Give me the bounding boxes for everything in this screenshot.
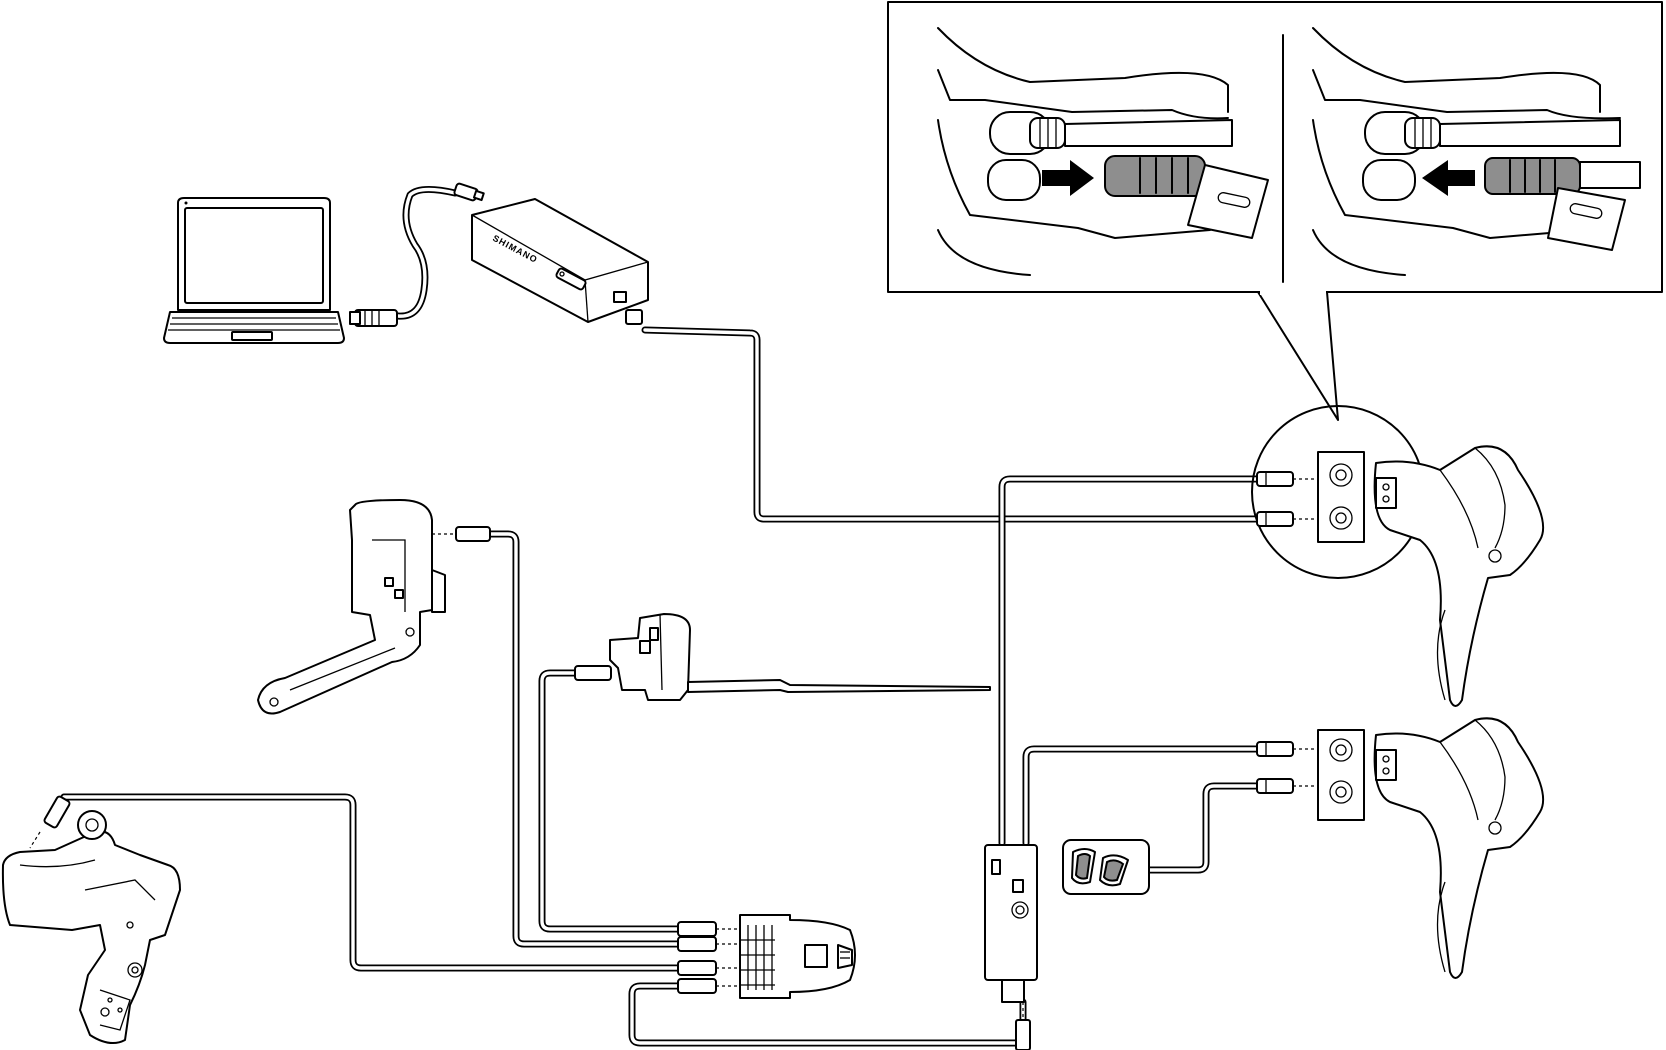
- cable-junctionb-to-lever-top: [998, 475, 1266, 847]
- cable-junctiona-to-junctionb: [628, 982, 1027, 1047]
- dual-control-lever-left: [1317, 717, 1545, 979]
- cable-rear-derailleur: [56, 793, 682, 972]
- laptop-computer: [163, 197, 345, 344]
- junction-b: [984, 844, 1038, 1050]
- cables: [56, 186, 1266, 1047]
- rear-derailleur: [1, 810, 181, 1045]
- pc-interface-device: SHIMANO: [471, 198, 649, 325]
- remote-switch: [1062, 839, 1150, 895]
- cable-usb: [394, 186, 459, 320]
- battery-mount-connector: [574, 665, 612, 681]
- callout-panel-connected: [1312, 27, 1641, 276]
- rear-derailleur-connector: [29, 795, 71, 849]
- callout-panel-insert: [937, 27, 1269, 276]
- front-derailleur: [257, 499, 446, 715]
- lever-connectors: [1256, 471, 1318, 794]
- dual-control-lever-right: [1317, 445, 1545, 707]
- cable-interface-to-lever: [641, 326, 1266, 523]
- junction-a-connectors: [677, 921, 740, 994]
- battery-mount: [609, 613, 991, 701]
- cable-junctionb-to-left-lever: [1022, 745, 1266, 847]
- cable-front-derailleur: [486, 530, 682, 948]
- front-derailleur-connector: [432, 526, 491, 542]
- callout-box: [887, 1, 1663, 421]
- mini-usb-plug: [453, 182, 485, 202]
- cable-battery-mount: [538, 669, 682, 933]
- cable-remote-to-left-lever: [1141, 782, 1266, 874]
- junction-a: [739, 914, 856, 999]
- usb-plug: [349, 309, 398, 327]
